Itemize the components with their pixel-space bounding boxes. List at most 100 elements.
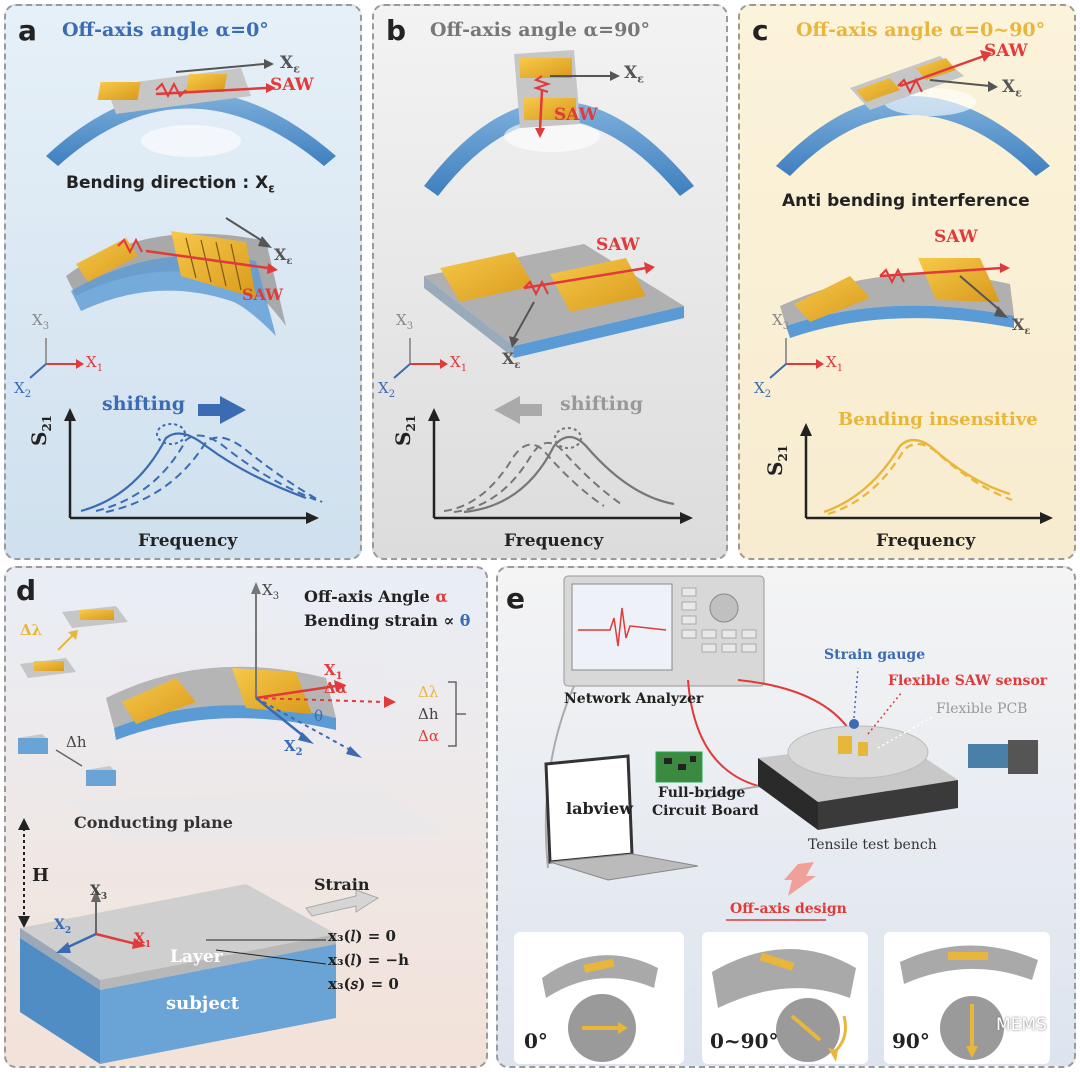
deg-0-label: 0° — [524, 1029, 548, 1053]
conducting-plane — [66, 790, 446, 844]
subject-front — [100, 944, 336, 1064]
eq-mid: x₃(𝑙) = −h — [328, 951, 409, 969]
x-axis-label: Frequency — [876, 531, 976, 551]
dlambda-small: Δλ — [20, 621, 43, 639]
xeps-label: Xε — [280, 53, 300, 76]
x1-label: X1 — [86, 353, 104, 374]
dlambda-label: Δλ — [418, 683, 439, 701]
saw-label-2: SAW — [242, 285, 284, 304]
panel-letter: a — [18, 14, 37, 47]
dalpha-label-2: Δα — [418, 727, 439, 745]
subject-label: subject — [166, 993, 240, 1014]
fullbridge-label-2: Circuit Board — [652, 803, 759, 819]
x3-label: X3 — [772, 311, 790, 332]
eq-bottom: x₃(𝑠) = 0 — [328, 975, 399, 993]
insensitive-label: Bending insensitive — [838, 409, 1038, 430]
analyzer-screen — [571, 583, 673, 671]
laptop-base — [549, 853, 699, 881]
panel-e: e Network Analyzer Strain gauge Flexible… — [496, 566, 1076, 1068]
xeps-label-2: Xε — [502, 349, 521, 372]
y-axis-label: S21 — [763, 444, 790, 476]
x3-label: X3 — [32, 311, 50, 332]
x3-label: X3 — [262, 581, 280, 602]
saw-arrow — [155, 86, 267, 96]
saw-label-2: SAW — [934, 227, 978, 247]
h-label: H — [32, 865, 50, 886]
tensile-bench-label: Tensile test bench — [808, 837, 937, 853]
dh-label: Δh — [418, 705, 439, 723]
x2-label: X2 — [14, 379, 32, 400]
watermark: MEMS — [996, 1015, 1047, 1035]
panel-letter: e — [506, 582, 525, 615]
shifting-label: shifting — [102, 393, 185, 415]
saw-label: SAW — [984, 41, 1028, 61]
panel-e-graphics — [514, 575, 1050, 1064]
x1-label: X1 — [826, 353, 844, 374]
panel-c-graphics — [769, 50, 1053, 524]
eq-top: x₃(𝑙) = 0 — [328, 927, 396, 945]
analyzer-trace — [578, 607, 667, 647]
x1-label: X1 — [324, 661, 343, 682]
panel-title: Off-axis angle α=0~90° — [796, 19, 1046, 41]
bent-substrate — [424, 101, 694, 196]
offaxis-design-label: Off-axis design — [730, 901, 847, 917]
shifting-label: shifting — [560, 393, 643, 415]
y-axis-label: S21 — [391, 414, 418, 446]
layer-top — [20, 884, 336, 980]
panel-letter: c — [752, 14, 769, 47]
xeps-label: Xε — [1002, 77, 1022, 100]
y-axis-label: S21 — [27, 414, 54, 446]
x1-label: X1 — [450, 353, 468, 374]
saw-label: SAW — [554, 105, 598, 125]
block-x1-label: X1 — [134, 931, 152, 950]
bending-direction-label: Bending direction : Xε — [66, 173, 275, 196]
strain-gauge — [849, 719, 859, 729]
block-x3-label: X3 — [90, 883, 108, 902]
flexible-saw-label: Flexible SAW sensor — [888, 673, 1048, 689]
axis-x2 — [255, 697, 307, 739]
panel-b-graphics — [393, 50, 694, 524]
peak-circle — [156, 423, 186, 445]
xeps-arrow — [175, 63, 265, 73]
panel-a-graphics — [29, 59, 336, 524]
panel-title: Off-axis angle α=0° — [62, 19, 269, 41]
dalpha-label: Δα — [324, 679, 348, 697]
deg-90-label: 90° — [892, 1029, 930, 1053]
subject-side — [20, 938, 100, 1064]
layer-label: Layer — [170, 947, 223, 967]
saw-label-2: SAW — [596, 235, 640, 255]
panel-letter: b — [386, 14, 407, 47]
x3-label: X3 — [396, 311, 414, 332]
strain-label: Strain — [314, 875, 370, 894]
tensile-bench — [818, 780, 958, 830]
panel-letter: d — [16, 574, 37, 607]
block-x2-label: X2 — [54, 917, 72, 936]
electrodes — [97, 74, 228, 100]
anti-bending-label: Anti bending interference — [782, 191, 1030, 211]
labview-label: labview — [566, 799, 633, 818]
x2-label: X2 — [378, 379, 396, 400]
panel-d: d Off-axis Angle α Bending strain ∝ θ Δλ… — [4, 566, 488, 1068]
saw-label: SAW — [270, 75, 314, 95]
x-axis-label: Frequency — [138, 531, 238, 551]
axis-x1 — [255, 684, 337, 700]
shift-arrow — [198, 396, 246, 424]
bending-strain-label: Bending strain ∝ θ — [304, 611, 471, 630]
deg-0-90-label: 0~90° — [710, 1029, 779, 1053]
panel-c: c Off-axis angle α=0~90° SAW Xε Anti ben… — [738, 4, 1076, 560]
panel-title: Off-axis angle α=90° — [430, 19, 651, 41]
x2-label: X2 — [754, 379, 772, 400]
curve-dashed-2 — [105, 436, 323, 513]
xeps-label: Xε — [624, 63, 644, 86]
conducting-plane-label: Conducting plane — [74, 813, 233, 832]
panel-b: b Off-axis angle α=90° Xε SAW SAW Xε X3 … — [372, 4, 728, 560]
strain-gauge-label: Strain gauge — [824, 647, 926, 663]
wave — [155, 81, 187, 99]
x-axis-label: Frequency — [504, 531, 604, 551]
fullbridge-label-1: Full-bridge — [658, 785, 746, 801]
offaxis-angle-label: Off-axis Angle α — [304, 587, 448, 606]
strain-arrow — [305, 889, 380, 917]
flexible-pcb-label: Flexible PCB — [936, 701, 1028, 717]
xeps-label-2: Xε — [274, 245, 293, 268]
theta-label: θ — [314, 707, 324, 725]
